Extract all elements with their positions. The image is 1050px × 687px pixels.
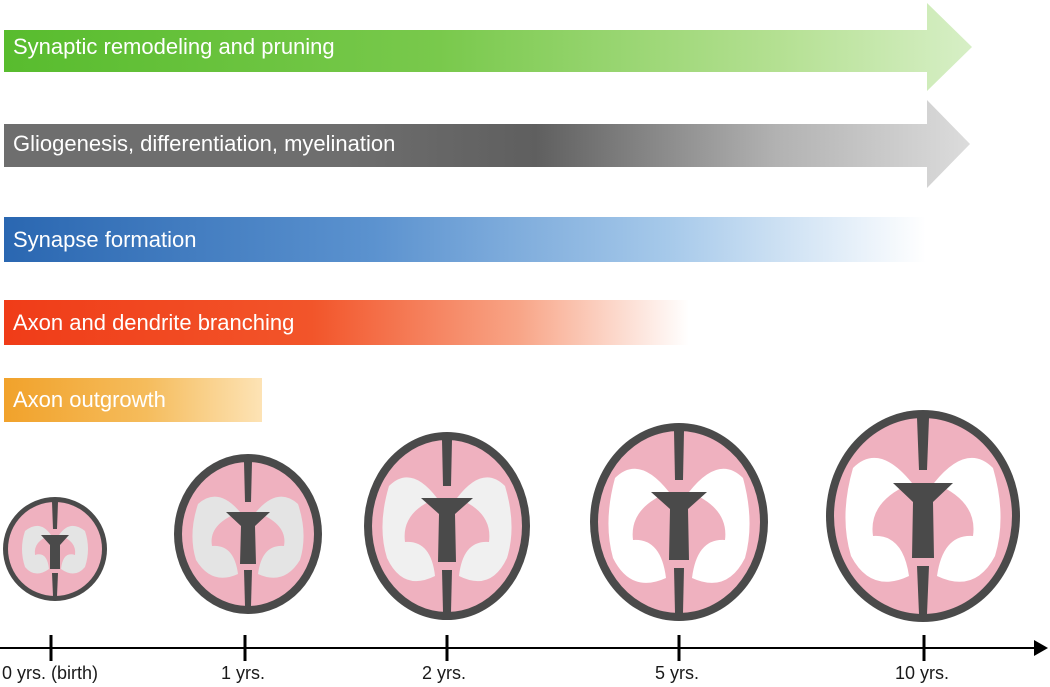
brain-illustrations	[3, 410, 1020, 622]
brain-5-yrs	[590, 423, 768, 621]
brain-1-yrs	[174, 454, 322, 614]
brain-10-yrs	[826, 410, 1020, 622]
axis-arrowhead	[1034, 640, 1048, 656]
axon-outgrowth-bar: Axon outgrowth	[4, 378, 262, 422]
tick-label-5: 5 yrs.	[655, 663, 700, 683]
gliogenesis-arrow: Gliogenesis, differentiation, myelinatio…	[4, 100, 970, 188]
synapse-formation-bar: Synapse formation	[4, 217, 926, 262]
synapse-formation-label: Synapse formation	[13, 226, 197, 252]
axon-outgrowth-label: Axon outgrowth	[13, 387, 166, 412]
tick-label-1: 1 yrs.	[221, 663, 266, 683]
brain-0-yrs	[3, 497, 107, 601]
branching-bar: Axon and dendrite branching	[4, 300, 689, 345]
tick-label-2: 2 yrs.	[422, 663, 467, 683]
pruning-label: Synaptic remodeling and pruning	[13, 34, 335, 59]
pruning-arrow: Synaptic remodeling and pruning	[4, 3, 972, 91]
gliogenesis-label: Gliogenesis, differentiation, myelinatio…	[13, 131, 396, 156]
tick-label-10: 10 yrs.	[895, 663, 950, 683]
tick-label-birth: 0 yrs. (birth)	[2, 663, 99, 683]
timeline-axis	[0, 635, 1048, 661]
branching-label: Axon and dendrite branching	[13, 309, 295, 335]
brain-2-yrs	[364, 432, 530, 620]
